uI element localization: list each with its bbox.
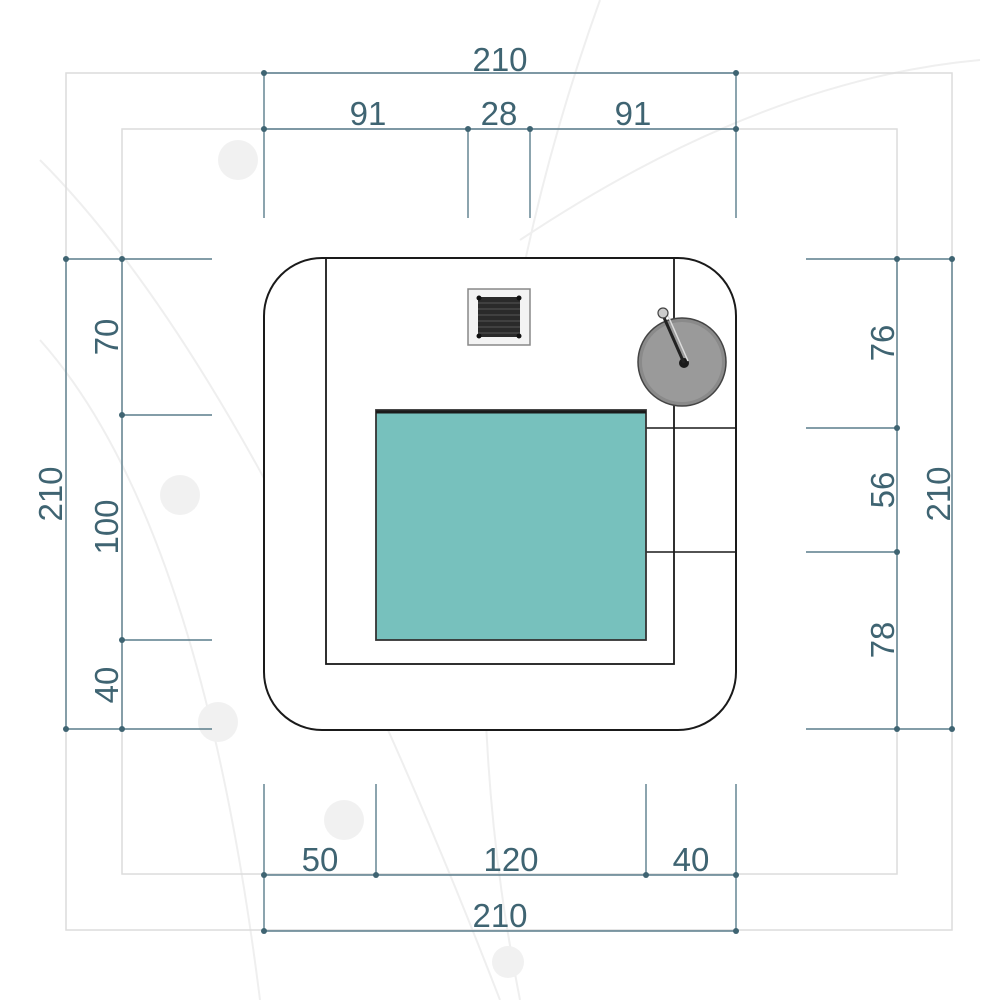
dimension-lines bbox=[65, 72, 953, 932]
dim-left-total: 210 bbox=[32, 466, 69, 521]
dim-left-bottom: 40 bbox=[88, 667, 125, 704]
teal-mat bbox=[375, 409, 647, 641]
dimension-dots bbox=[63, 70, 955, 934]
square-grate-icon bbox=[467, 288, 531, 346]
dim-right-total: 210 bbox=[920, 466, 957, 521]
inner-tray-outline bbox=[325, 257, 675, 665]
dim-top-center: 28 bbox=[481, 95, 518, 132]
dim-right-middle: 56 bbox=[864, 472, 901, 509]
dim-bottom-total: 210 bbox=[472, 897, 527, 934]
dim-bottom-left: 50 bbox=[302, 841, 339, 878]
dim-left-top: 70 bbox=[88, 319, 125, 356]
dim-top-left: 91 bbox=[350, 95, 387, 132]
dim-bottom-right: 40 bbox=[673, 841, 710, 878]
dim-right-bottom: 78 bbox=[864, 622, 901, 659]
dim-right-top: 76 bbox=[864, 325, 901, 362]
dim-top-right: 91 bbox=[615, 95, 652, 132]
background-watermark bbox=[39, 0, 981, 1000]
round-drain-icon bbox=[637, 307, 727, 407]
dim-left-middle: 100 bbox=[88, 499, 125, 554]
dim-bottom-middle: 120 bbox=[483, 841, 538, 878]
dim-top-total: 210 bbox=[472, 41, 527, 78]
